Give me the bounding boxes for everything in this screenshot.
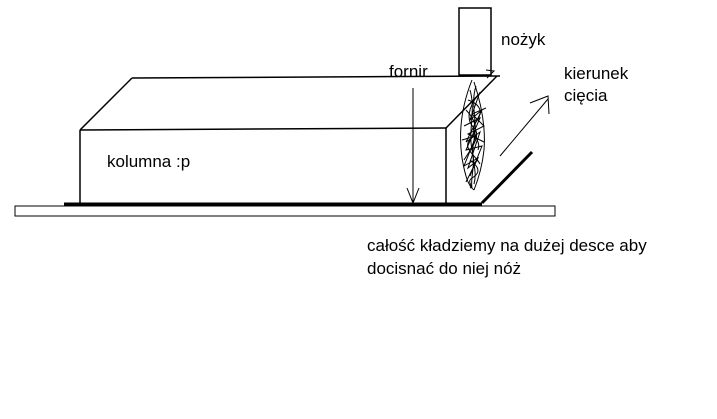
knife-label: nożyk [501,30,546,49]
knife-guide-line [480,150,534,205]
knife [458,7,492,76]
note-line2: docisnać do niej nóż [367,259,522,278]
veneer-label: fornir [389,62,428,81]
cutting-direction-label-line2: cięcia [564,86,608,105]
cutting-direction-arrow [499,95,550,157]
cutting-direction-label-line1: kierunek [564,64,629,83]
veneer-arrow [406,88,420,205]
column-label: kolumna :p [107,152,191,171]
column-box [64,75,501,206]
note-line1: całość kładziemy na dużej desce aby [367,236,647,255]
board [14,205,556,217]
knife-arrow-mark [485,69,496,79]
veneer-scribble [459,79,487,191]
